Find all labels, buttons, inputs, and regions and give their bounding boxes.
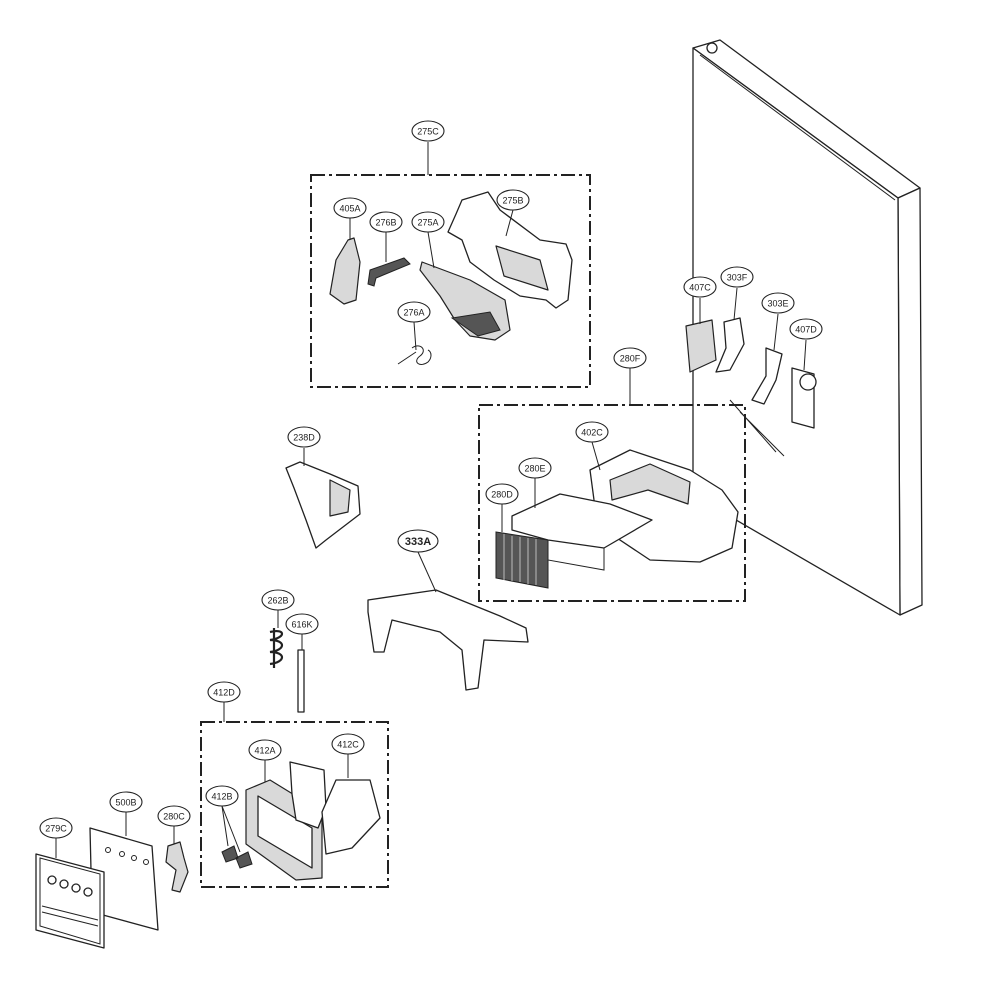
label-280f: 280F (613, 347, 647, 369)
part-405a (329, 237, 361, 305)
svg-text:280D: 280D (491, 490, 513, 500)
svg-text:412D: 412D (213, 688, 235, 698)
part-276a (397, 345, 432, 365)
group-box-412d (200, 721, 389, 888)
svg-text:238D: 238D (293, 433, 315, 443)
label-280d: 280D (485, 483, 519, 505)
part-407c (685, 319, 717, 373)
svg-text:405A: 405A (339, 204, 360, 214)
part-333a-group (367, 551, 529, 691)
part-238d (285, 461, 361, 549)
svg-text:402C: 402C (581, 428, 603, 438)
svg-text:303F: 303F (727, 273, 748, 283)
label-407d: 407D (789, 318, 823, 340)
valve-cluster (685, 287, 817, 457)
group-box-275c (310, 174, 591, 388)
svg-text:262B: 262B (267, 596, 288, 606)
label-303e: 303E (761, 292, 795, 314)
group-280f (478, 368, 746, 602)
svg-text:276B: 276B (375, 218, 396, 228)
part-280d (495, 531, 549, 589)
label-276a: 276A (397, 301, 431, 323)
part-616k (297, 649, 305, 713)
spring-and-pin (269, 610, 305, 713)
front-panels (35, 812, 189, 949)
label-500b: 500B (109, 791, 143, 813)
label-333a: 333A (397, 529, 439, 553)
svg-text:500B: 500B (115, 798, 136, 808)
svg-text:407C: 407C (689, 283, 711, 293)
part-303e (751, 347, 783, 405)
label-412c: 412C (331, 733, 365, 755)
label-280e: 280E (518, 457, 552, 479)
label-262b: 262B (261, 589, 295, 611)
svg-text:275C: 275C (417, 127, 439, 137)
label-412a: 412A (248, 739, 282, 761)
svg-text:333A: 333A (405, 536, 431, 548)
svg-text:275B: 275B (502, 196, 523, 206)
label-275a: 275A (411, 211, 445, 233)
part-238d-group (285, 448, 361, 549)
label-303f: 303F (720, 266, 754, 288)
part-280e (511, 493, 653, 549)
label-412b: 412B (205, 785, 239, 807)
svg-text:276A: 276A (403, 308, 424, 318)
svg-text:303E: 303E (767, 299, 788, 309)
label-275b: 275B (496, 189, 530, 211)
part-412b (221, 845, 253, 869)
svg-text:407D: 407D (795, 325, 817, 335)
svg-text:280F: 280F (620, 354, 641, 364)
label-279c: 279C (39, 817, 73, 839)
part-412c (289, 761, 327, 829)
label-616k: 616K (285, 613, 319, 635)
label-238d: 238D (287, 426, 321, 448)
label-280c: 280C (157, 805, 191, 827)
label-275c: 275C (411, 120, 445, 142)
group-412d (200, 702, 389, 888)
svg-text:412A: 412A (254, 746, 275, 756)
label-402c: 402C (575, 421, 609, 443)
part-333a (367, 589, 529, 691)
svg-text:279C: 279C (45, 824, 67, 834)
svg-text:616K: 616K (291, 620, 312, 630)
part-276b (367, 257, 411, 287)
label-276b: 276B (369, 211, 403, 233)
svg-text:280E: 280E (524, 464, 545, 474)
part-303f (715, 317, 745, 373)
svg-text:412B: 412B (211, 792, 232, 802)
svg-text:280C: 280C (163, 812, 185, 822)
part-280c (165, 841, 189, 893)
label-405a: 405A (333, 197, 367, 219)
label-407c: 407C (683, 276, 717, 298)
part-262b (269, 628, 284, 668)
group-275c (310, 142, 591, 388)
svg-text:275A: 275A (417, 218, 438, 228)
label-412d: 412D (207, 681, 241, 703)
svg-text:412C: 412C (337, 740, 359, 750)
group-box-280f (478, 404, 746, 602)
